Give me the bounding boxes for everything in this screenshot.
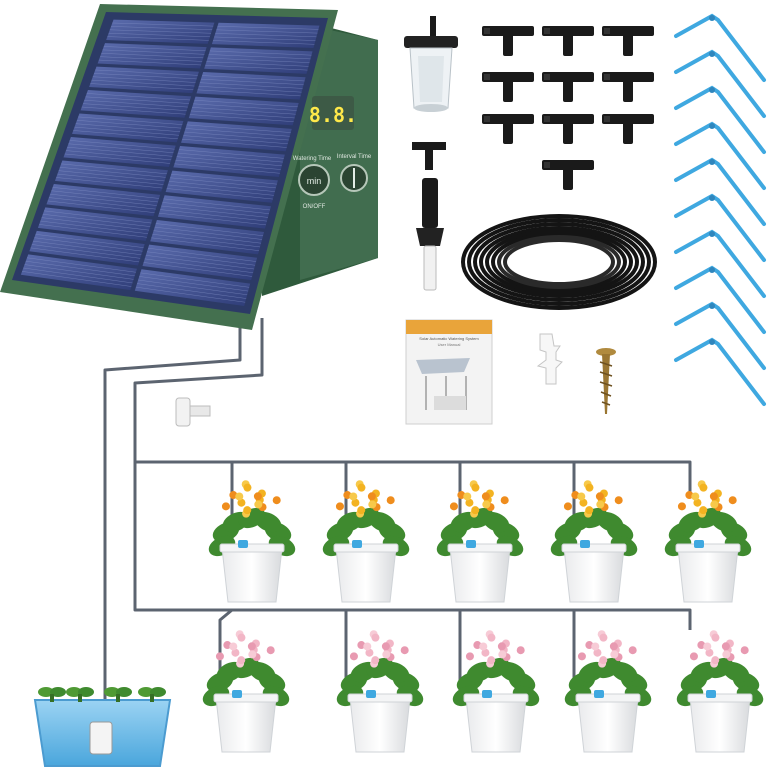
seedling	[138, 687, 166, 702]
reservoir-plants	[38, 687, 166, 702]
drip-stake	[674, 49, 766, 118]
potted-plant	[336, 630, 424, 753]
solar-cell	[142, 244, 258, 281]
inline-connector	[175, 397, 211, 427]
tee-connector	[602, 114, 654, 144]
potted-plant	[208, 480, 296, 603]
solar-cell	[196, 72, 306, 100]
solar-cell	[63, 137, 176, 167]
tubing-network	[103, 318, 692, 728]
tee-connector	[602, 26, 654, 56]
user-manual: Solar Automatic Watering System User Man…	[405, 319, 493, 425]
solar-cell	[54, 160, 168, 192]
water-reservoir	[33, 687, 172, 767]
drip-stakes	[674, 13, 766, 406]
seedling	[66, 687, 94, 702]
wall-anchor-icon	[536, 333, 563, 385]
solar-cell	[46, 183, 161, 217]
solar-cell	[80, 90, 192, 118]
check-valve-icon	[412, 142, 446, 291]
display-digits: 8.8.	[309, 103, 357, 127]
tee-connector	[542, 114, 594, 144]
solar-cell	[72, 113, 184, 143]
filter-icon	[404, 16, 458, 112]
tee-connector	[542, 160, 594, 190]
tee-connector	[482, 72, 534, 102]
solar-cell	[29, 230, 145, 266]
drip-stake	[674, 157, 766, 226]
drip-stake	[674, 301, 766, 370]
manual-title: Solar Automatic Watering System	[419, 336, 479, 341]
solar-cells	[20, 19, 320, 306]
potted-plant	[676, 630, 764, 753]
digit-display	[312, 96, 354, 130]
tee-connector	[602, 72, 654, 102]
solar-cell	[20, 254, 137, 291]
solar-cell	[134, 269, 251, 306]
potted-plant	[202, 630, 290, 753]
solar-cell	[181, 121, 292, 152]
potted-plant	[664, 480, 752, 603]
potted-plant	[436, 480, 524, 603]
screw-icon	[596, 348, 616, 414]
knob-unit: min	[307, 176, 322, 186]
watering-time-knob[interactable]	[298, 164, 330, 196]
plants-top-row	[208, 480, 752, 603]
drip-stake	[674, 13, 766, 82]
pump-filter	[89, 721, 113, 755]
drip-stake	[674, 337, 766, 406]
solar-cell	[173, 145, 285, 178]
solar-cell	[89, 66, 199, 94]
solar-cell	[188, 96, 299, 126]
solar-cell	[165, 170, 278, 203]
drip-stake	[674, 229, 766, 298]
solar-cell	[106, 19, 215, 44]
tee-connectors	[482, 26, 654, 190]
seedling	[104, 687, 132, 702]
solar-panel	[0, 4, 378, 330]
interval-time-label: Interval Time	[337, 154, 372, 160]
tee-connector	[482, 26, 534, 56]
on-off-label: ON/OFF	[303, 204, 326, 210]
potted-plant	[452, 630, 540, 753]
potted-plant	[322, 480, 410, 603]
controller-box: 8.8. Watering Time Interval Time min ON/…	[293, 96, 372, 210]
potted-plant	[564, 630, 652, 753]
solar-cell	[150, 219, 265, 255]
tee-connector	[542, 26, 594, 56]
solar-cell	[157, 195, 271, 229]
drip-stake	[674, 265, 766, 334]
plants-bottom-row	[202, 630, 764, 753]
watering-time-label: Watering Time	[293, 156, 332, 162]
drip-stake	[674, 193, 766, 262]
tee-connector	[542, 72, 594, 102]
tee-connector	[482, 114, 534, 144]
drip-stake	[674, 85, 766, 154]
drip-stake	[674, 121, 766, 190]
manual-subtitle: User Manual	[438, 342, 461, 347]
tubing-coil	[461, 214, 657, 310]
seedling	[38, 687, 66, 702]
potted-plant	[550, 480, 638, 603]
solar-cell	[37, 207, 153, 241]
